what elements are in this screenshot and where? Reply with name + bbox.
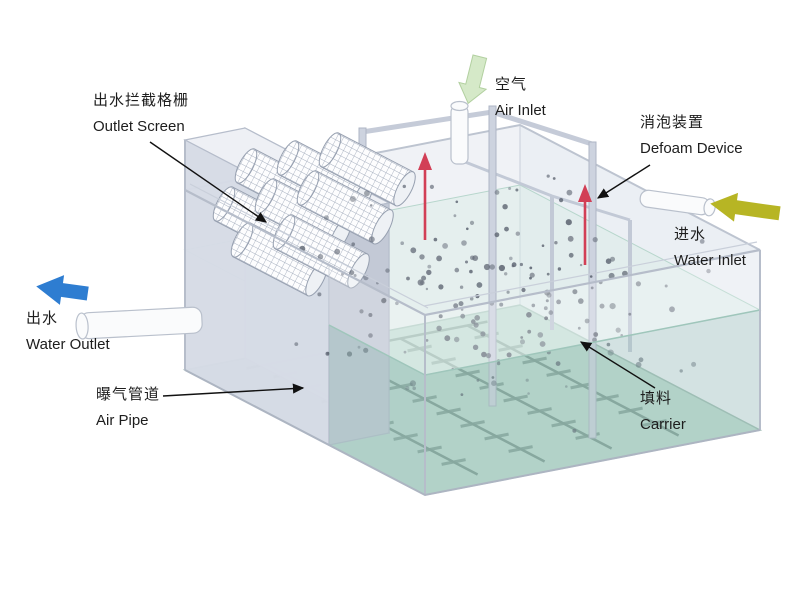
label-carrier: 填料 Carrier — [640, 386, 686, 438]
tank-front-walls — [184, 183, 761, 497]
label-water-outlet-en: Water Outlet — [26, 336, 110, 353]
label-water-inlet-en: Water Inlet — [674, 252, 746, 269]
defoam-device-2 — [578, 184, 592, 265]
water-outlet-arrow — [36, 275, 89, 305]
air-inlet-arrow — [458, 54, 488, 105]
water-inlet-arrow — [710, 192, 781, 222]
label-air-pipe-zh: 曝气管道 — [96, 386, 161, 403]
label-air-pipe-en: Air Pipe — [96, 412, 149, 429]
label-air-inlet-zh: 空气 — [495, 76, 528, 93]
label-water-inlet: 进水 Water Inlet — [674, 222, 746, 274]
label-outlet-screen-zh: 出水拦截格栅 — [93, 92, 190, 109]
label-carrier-zh: 填料 — [640, 390, 673, 407]
label-water-outlet: 出水 Water Outlet — [26, 306, 110, 358]
label-defoam-device-zh: 消泡装置 — [640, 114, 705, 131]
label-air-pipe: 曝气管道 Air Pipe — [96, 382, 160, 434]
annotation-arrows — [149, 141, 656, 397]
label-outlet-screen-en: Outlet Screen — [93, 118, 185, 135]
air-inlet-pipe — [450, 100, 469, 165]
outlet-screen-cylinders — [212, 132, 416, 297]
label-water-inlet-zh: 进水 — [674, 226, 707, 243]
label-water-outlet-zh: 出水 — [26, 310, 59, 327]
water-inlet-pipe — [639, 189, 716, 217]
label-air-inlet: 空气 Air Inlet — [495, 72, 546, 124]
water-outlet-pipe — [75, 306, 203, 340]
label-carrier-en: Carrier — [640, 416, 686, 433]
label-defoam-device-en: Defoam Device — [640, 140, 743, 157]
label-outlet-screen: 出水拦截格栅 Outlet Screen — [93, 88, 189, 140]
defoam-device-1 — [418, 152, 432, 240]
label-air-inlet-en: Air Inlet — [495, 102, 546, 119]
label-defoam-device: 消泡装置 Defoam Device — [640, 110, 743, 162]
carrier-dots — [294, 174, 711, 433]
